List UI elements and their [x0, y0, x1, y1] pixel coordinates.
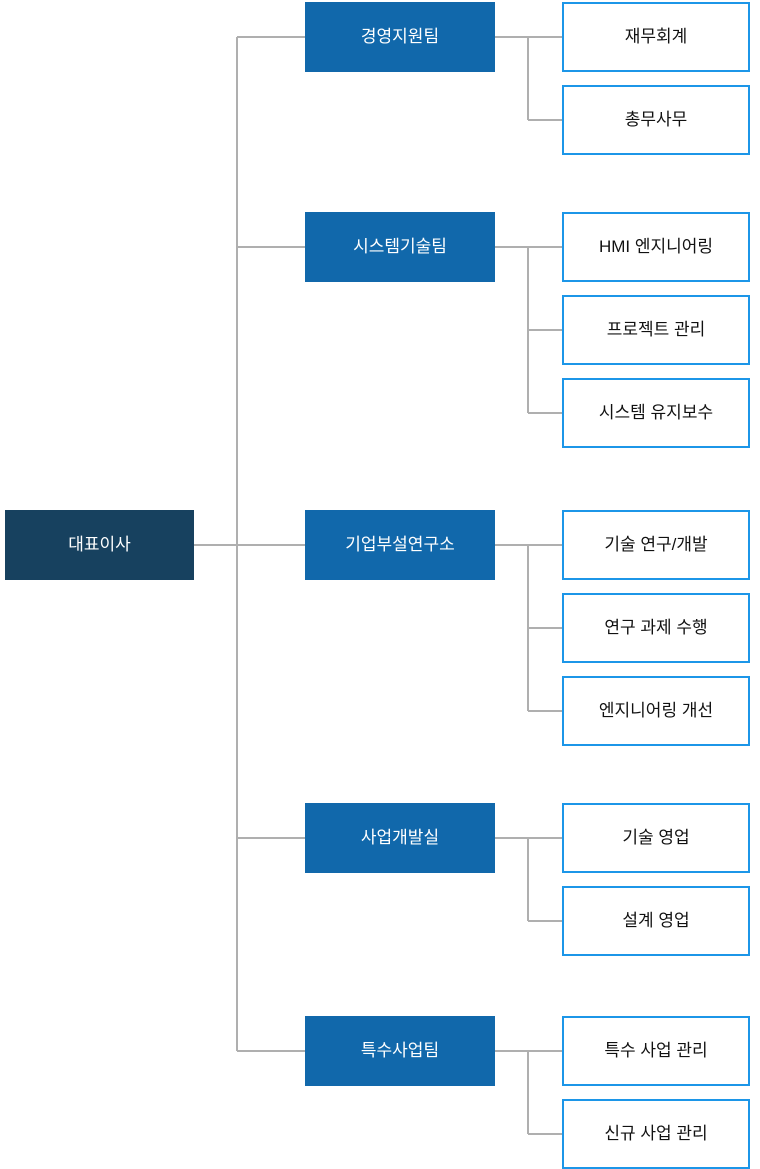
connector-branch-horizontal: [237, 544, 305, 546]
connector-child-horizontal: [528, 1133, 562, 1135]
team-box: 기업부설연구소: [305, 510, 495, 580]
connector-branch-horizontal: [237, 246, 305, 248]
connector-child-horizontal: [528, 329, 562, 331]
child-box: 재무회계: [562, 2, 750, 72]
connector-child-horizontal: [528, 627, 562, 629]
connector-child-horizontal: [528, 920, 562, 922]
connector-child-horizontal: [528, 710, 562, 712]
child-box: 프로젝트 관리: [562, 295, 750, 365]
connector-main-trunk: [236, 37, 238, 1051]
team-box: 특수사업팀: [305, 1016, 495, 1086]
connector-child-horizontal: [528, 412, 562, 414]
child-box: 기술 연구/개발: [562, 510, 750, 580]
child-box: 특수 사업 관리: [562, 1016, 750, 1086]
connector-branch-horizontal: [237, 837, 305, 839]
connector-sub-trunk: [527, 1051, 529, 1134]
connector-sub-trunk: [527, 37, 529, 120]
team-box: 사업개발실: [305, 803, 495, 873]
child-box: 총무사무: [562, 85, 750, 155]
connector-branch-horizontal: [237, 1050, 305, 1052]
connector-branch-horizontal: [237, 36, 305, 38]
child-box: HMI 엔지니어링: [562, 212, 750, 282]
child-box: 시스템 유지보수: [562, 378, 750, 448]
child-box: 설계 영업: [562, 886, 750, 956]
child-box: 신규 사업 관리: [562, 1099, 750, 1169]
team-box: 경영지원팀: [305, 2, 495, 72]
team-box: 시스템기술팀: [305, 212, 495, 282]
child-box: 연구 과제 수행: [562, 593, 750, 663]
connector-sub-trunk: [527, 838, 529, 921]
connector-child-horizontal: [528, 119, 562, 121]
root-box-ceo: 대표이사: [5, 510, 194, 580]
child-box: 기술 영업: [562, 803, 750, 873]
child-box: 엔지니어링 개선: [562, 676, 750, 746]
